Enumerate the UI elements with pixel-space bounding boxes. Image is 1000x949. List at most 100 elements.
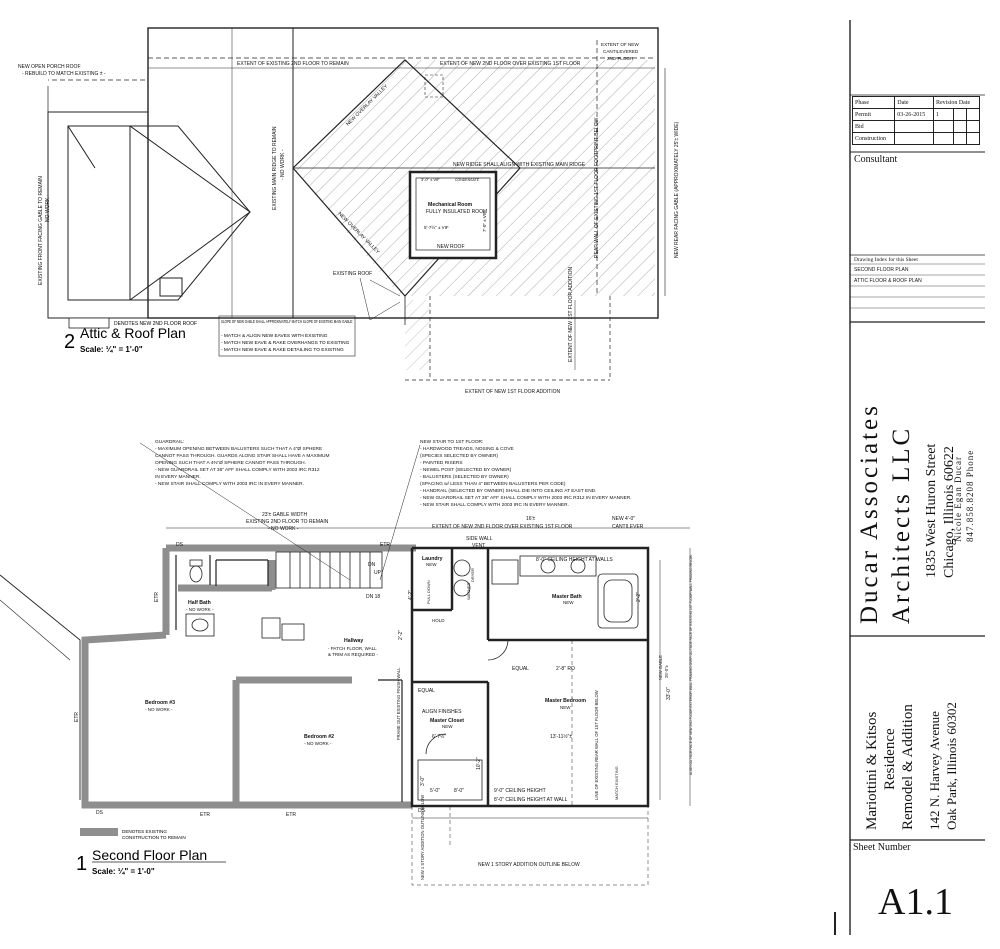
svg-text:Second Floor Plan: Second Floor Plan: [92, 847, 207, 863]
new-roof-hatch-2: [405, 300, 430, 370]
svg-text:EXTENT OF NEW 2ND FLOOR OVER E: EXTENT OF NEW 2ND FLOOR OVER EXISTING 1S…: [440, 61, 581, 67]
svg-text:DS: DS: [96, 810, 104, 816]
svg-text:NEW: NEW: [560, 705, 571, 710]
rev-phase: Construction: [851, 132, 896, 145]
svg-text:NEW RIDGE SHALL ALIGN WITH EXI: NEW RIDGE SHALL ALIGN WITH EXISTING MAIN…: [453, 162, 586, 168]
firm-name-line1: Ducar Associates: [856, 403, 883, 624]
mechanical-room: [408, 170, 498, 260]
stair-note-line: - BALUSTERS (SELECTED BY OWNER): [420, 474, 509, 480]
guardrail-note: GUARDRAIL:- MAXIMUM OPENING BETWEEN BALU…: [155, 439, 330, 487]
svg-text:DRYER: DRYER: [470, 568, 475, 582]
stair-note-line: - NEWEL POST (SELECTED BY OWNER): [420, 467, 512, 473]
porch-roof: [47, 111, 149, 319]
firm-name-line2: Architects LLC: [888, 425, 915, 624]
attic-roof-plan: [47, 27, 666, 381]
svg-text:LINE OF EXISTING REAR WALL OF: LINE OF EXISTING REAR WALL OF 1ST FLOOR …: [594, 690, 599, 800]
firm-contact-name: Nicole Egan Ducar: [953, 456, 963, 542]
stair-note-line: - PAINTED RISERS: [420, 460, 463, 466]
consultant-label: Consultant: [854, 154, 898, 165]
attic-plan-title: 2 Attic & Roof Plan Scale: ¼" = 1'-0": [64, 325, 186, 354]
sheet-number-label: Sheet Number: [853, 842, 911, 853]
svg-text:CONSTRUCTION TO REMAIN: CONSTRUCTION TO REMAIN: [122, 835, 186, 840]
svg-text:NEW: NEW: [426, 562, 437, 567]
svg-text:FULLY INSULATED ROOM: FULLY INSULATED ROOM: [426, 209, 487, 215]
project-address-2: Oak Park, Illinois 60302: [944, 702, 959, 830]
slope-note: SLOPE OF NEW GABLE SHALL APPROXIMATELY M…: [218, 315, 356, 357]
svg-text:NEW 4'-0": NEW 4'-0": [612, 516, 635, 522]
svg-text:DS: DS: [176, 542, 184, 548]
svg-text:ETR: ETR: [74, 712, 80, 722]
svg-text:- MATCH & ALIGN NEW EAVES WITH: - MATCH & ALIGN NEW EAVES WITH EXISTING: [221, 333, 328, 339]
svg-text:25'-0"±: 25'-0"±: [664, 664, 669, 678]
svg-text:SIDE WALL: SIDE WALL: [466, 536, 493, 542]
svg-text:DN: DN: [368, 562, 376, 568]
svg-text:NEW REAR FACING GABLE (APPROXI: NEW REAR FACING GABLE (APPROXIMATELY 25'…: [674, 121, 680, 258]
stair-note-line: - NEW GUARDRAIL SET AT 36" AFF SHALL COM…: [420, 495, 632, 501]
existing-walls: [81, 544, 416, 809]
rev-date: [894, 132, 934, 145]
svg-text:NEW 1 STORY ADDITION OUTLINE B: NEW 1 STORY ADDITION OUTLINE BELOW: [478, 862, 580, 868]
svg-text:HOLD: HOLD: [432, 618, 445, 623]
guardrail-note-line: OPENING SUCH THAT A 4⅜"Ø SPHERE CANNOT P…: [155, 460, 306, 466]
svg-text:4'-2": 4'-2": [408, 590, 414, 600]
svg-text:6'-7½": 6'-7½": [432, 733, 446, 740]
bathtub: [597, 573, 639, 629]
svg-text:EXTENT OF NEW 1ST FLOOR ADDITI: EXTENT OF NEW 1ST FLOOR ADDITION: [568, 267, 574, 362]
guardrail-note-line: GUARDRAIL:: [155, 439, 184, 445]
title-block: [834, 20, 985, 935]
toilet-fixture: [189, 565, 203, 583]
stair-note-line: - HARDWOOD TREADS, NOSING & COVE: [420, 446, 514, 452]
svg-text:DS: DS: [418, 808, 426, 814]
svg-text:Laundry: Laundry: [422, 556, 443, 562]
second-floor-plan-title: 1 Second Floor Plan Scale: ¼" = 1'-0": [76, 847, 226, 876]
svg-text:2'-8" RO: 2'-8" RO: [556, 666, 575, 672]
svg-text:2: 2: [64, 331, 75, 353]
rev-header-revision: Revision Date: [933, 96, 980, 109]
svg-text:EQUAL: EQUAL: [418, 688, 435, 694]
sink-fixture: [185, 613, 215, 637]
attic-legend: DENOTES NEW 2ND FLOOR ROOF: [68, 317, 197, 329]
svg-text:EQUAL: EQUAL: [512, 666, 529, 672]
svg-text:- NO WORK -: - NO WORK -: [280, 149, 286, 180]
svg-text:ETR: ETR: [286, 812, 296, 818]
svg-text:PULL DOWN: PULL DOWN: [426, 580, 431, 604]
stair-note-line: NEW STAIR TO 1ST FLOOR:: [420, 439, 483, 445]
svg-text:EXISTING ROOF: EXISTING ROOF: [333, 271, 372, 277]
rev-cell: [966, 132, 980, 145]
rev-cell: [966, 108, 980, 121]
svg-text:DENOTES NEW 2ND FLOOR ROOF: DENOTES NEW 2ND FLOOR ROOF: [114, 321, 197, 327]
svg-text:Bedroom #3: Bedroom #3: [145, 700, 175, 706]
svg-text:ALIGN FINISHES: ALIGN FINISHES: [422, 709, 462, 715]
svg-text:- REBUILD TO MATCH EXISTING ±: - REBUILD TO MATCH EXISTING ± -: [22, 71, 106, 77]
stair-note: NEW STAIR TO 1ST FLOOR:- HARDWOOD TREADS…: [420, 439, 632, 508]
second-floor-plan-text: Half Bath - NO WORK - Hallway - PATCH FL…: [74, 512, 693, 880]
svg-text:2'-2": 2'-2": [398, 630, 404, 640]
drawing-index-item: SECOND FLOOR PLAN: [854, 267, 909, 273]
svg-text:EXTENT OF NEW 2ND FLOOR OVER E: EXTENT OF NEW 2ND FLOOR OVER EXISTING 1S…: [432, 524, 573, 530]
rev-cell: [953, 108, 968, 121]
svg-text:- NO WORK -: - NO WORK -: [304, 741, 332, 746]
svg-text:EXISTING FRONT FACING GABLE TO: EXISTING FRONT FACING GABLE TO REMAIN: [38, 176, 44, 285]
revision-table: Phase Date Revision Date Permit 03-26-20…: [851, 96, 980, 145]
svg-text:7'-0" ± VIF: 7'-0" ± VIF: [482, 211, 487, 232]
svg-text:DN 18: DN 18: [366, 594, 380, 600]
svg-text:Half Bath: Half Bath: [188, 600, 211, 606]
project-name-line3: Remodel & Addition: [900, 704, 916, 830]
rev-header-date: Date: [894, 96, 934, 109]
svg-text:- MATCH NEW EAVE & RAKE OVERHA: - MATCH NEW EAVE & RAKE OVERHANGS TO EXI…: [221, 340, 350, 346]
rev-cell: [953, 120, 968, 133]
svg-text:WASHER: WASHER: [466, 582, 471, 600]
svg-text:NEW ROOF: NEW ROOF: [437, 244, 465, 250]
svg-text:CANTILEVERED: CANTILEVERED: [603, 49, 639, 54]
rev-date: 03-26-2015: [894, 108, 934, 121]
svg-text:8'-0" CEILING HEIGHT AT WALL: 8'-0" CEILING HEIGHT AT WALL: [494, 797, 568, 803]
svg-text:NEW GABLE: NEW GABLE: [658, 655, 663, 680]
rev-phase: Permit: [851, 108, 896, 121]
svg-text:ALIGN OUTSIDE FACE OF NEW 2ND: ALIGN OUTSIDE FACE OF NEW 2ND FLOOR EXTE…: [688, 555, 693, 775]
svg-text:Scale: ¼" = 1'-0": Scale: ¼" = 1'-0": [92, 867, 155, 876]
stair-note-line: (SPECIES SELECTED BY OWNER): [420, 453, 498, 459]
svg-text:EXISTING MAIN RIDGE TO REMAIN: EXISTING MAIN RIDGE TO REMAIN: [272, 126, 278, 210]
svg-text:3'-0" ± VIF: 3'-0" ± VIF: [421, 177, 440, 182]
project-name-line1: Mariottini & Kitsos: [864, 711, 880, 830]
svg-text:MATCH EXISTING: MATCH EXISTING: [614, 766, 619, 800]
